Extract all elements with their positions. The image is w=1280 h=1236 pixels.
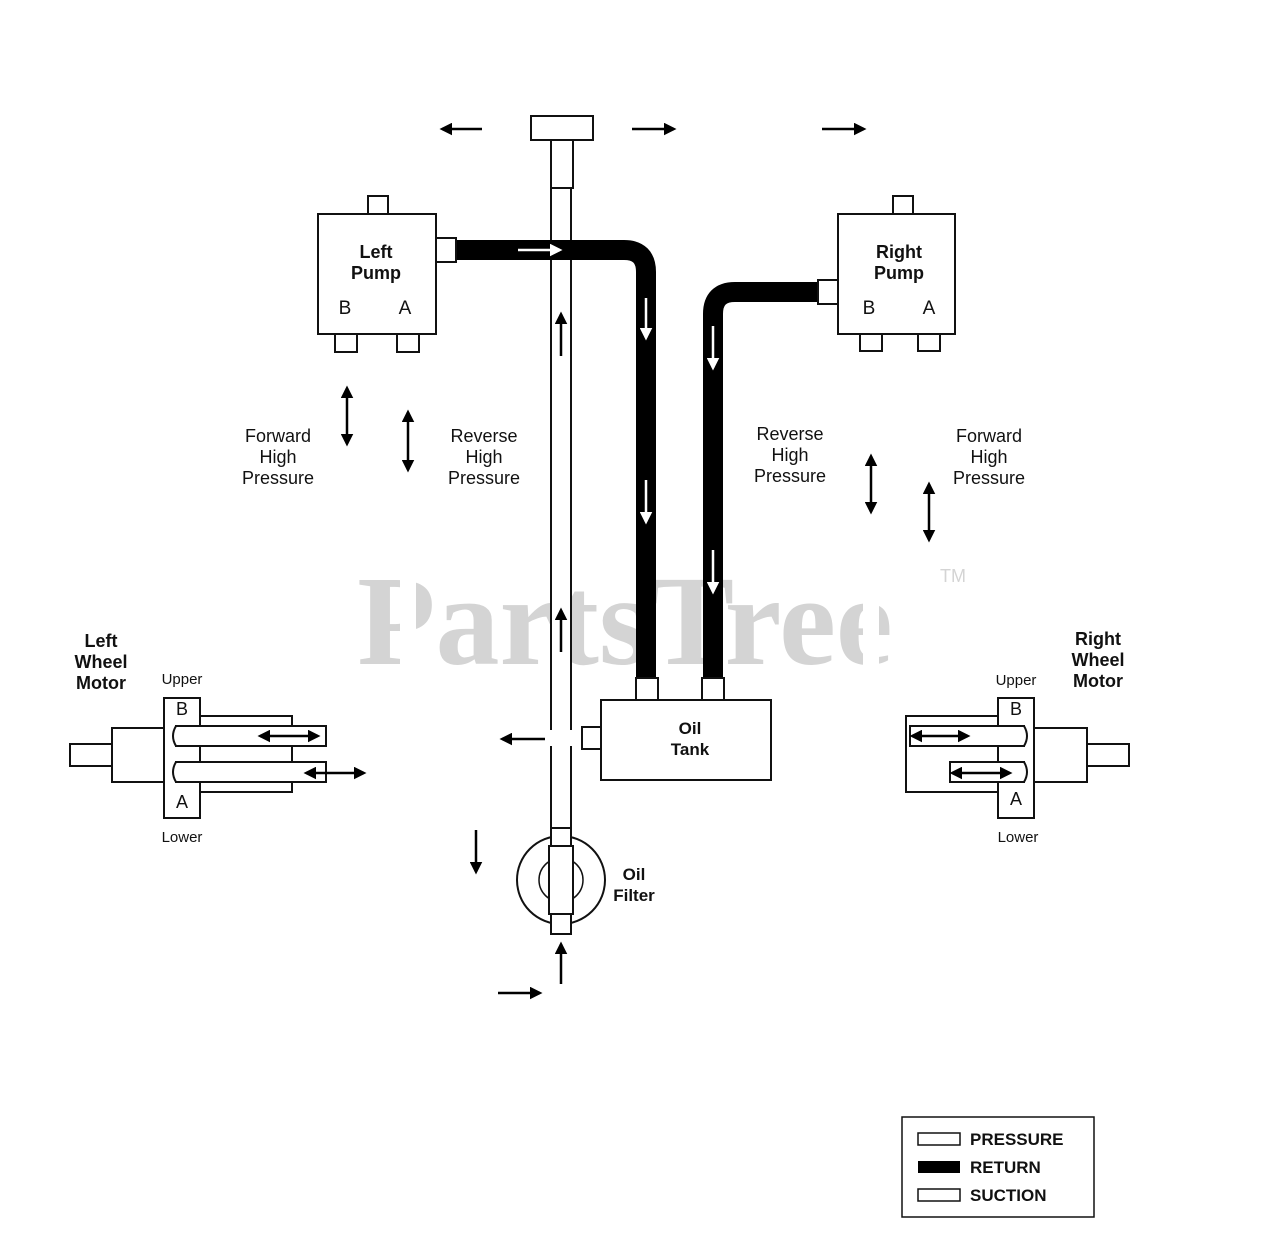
right-pump (837, 213, 956, 335)
left-motor-label-3: Motor (76, 673, 126, 693)
oil-filter-label-2: Filter (613, 886, 655, 905)
oil-tank (581, 699, 772, 781)
left-motor-lower: Lower (162, 829, 203, 846)
legend-swatch-pressure (917, 1132, 961, 1146)
left-motor-port-a: A (176, 792, 188, 812)
left-pump-label-2: Pump (351, 263, 401, 283)
right-forward-label-2: High (970, 447, 1007, 467)
right-forward-label-3: Pressure (953, 468, 1025, 488)
oil-filter-label-1: Oil (623, 865, 646, 884)
flow-arrows (257, 122, 1013, 1000)
left-motor-label-1: Left (85, 631, 118, 651)
right-motor-label-3: Motor (1073, 671, 1123, 691)
left-pump-port-a: A (399, 298, 412, 319)
left-reverse-line (190, 333, 420, 780)
left-reverse-label-1: Reverse (450, 426, 517, 446)
left-wheel-motor (69, 697, 327, 819)
oil-tank-label-2: Tank (671, 740, 710, 759)
left-motor-upper: Upper (162, 671, 203, 688)
right-motor-port-a: A (1010, 789, 1022, 809)
legend-swatch-suction (917, 1188, 961, 1202)
left-motor-label-2: Wheel (74, 652, 127, 672)
right-motor-upper: Upper (996, 672, 1037, 689)
right-motor-label-1: Right (1075, 629, 1121, 649)
watermark: PartsTree (357, 550, 892, 692)
right-reverse-label-3: Pressure (754, 466, 826, 486)
left-forward-label-1: Forward (245, 426, 311, 446)
left-forward-line (190, 333, 358, 744)
left-pump-port-b: B (339, 298, 352, 319)
watermark-tm: TM (940, 566, 966, 586)
right-motor-lower: Lower (998, 829, 1039, 846)
right-reverse-label-2: High (771, 445, 808, 465)
right-motor-port-b: B (1010, 699, 1022, 719)
legend: PRESSURE RETURN SUCTION (901, 1116, 1095, 1218)
right-reverse-label-1: Reverse (756, 424, 823, 444)
filter-loop-line (468, 730, 582, 999)
return-line-right-pump (701, 279, 839, 701)
legend-swatch-return (918, 1161, 960, 1173)
right-pump-label-1: Right (876, 242, 922, 262)
legend-label-pressure: PRESSURE (970, 1130, 1064, 1149)
left-pump (317, 213, 437, 335)
right-pump-label-2: Pump (874, 263, 924, 283)
oil-filter (516, 827, 606, 935)
left-forward-label-3: Pressure (242, 468, 314, 488)
legend-label-return: RETURN (970, 1158, 1041, 1177)
left-reverse-label-2: High (465, 447, 502, 467)
oil-tank-label-1: Oil (679, 719, 702, 738)
left-forward-label-2: High (259, 447, 296, 467)
left-reverse-label-3: Pressure (448, 468, 520, 488)
right-forward-line (859, 332, 1020, 744)
right-motor-label-2: Wheel (1071, 650, 1124, 670)
left-motor-port-b: B (176, 699, 188, 719)
right-pump-port-b: B (863, 298, 876, 319)
top-supply-line (367, 115, 918, 215)
left-pump-label-1: Left (360, 242, 393, 262)
right-pump-port-a: A (923, 298, 936, 319)
right-forward-label-1: Forward (956, 426, 1022, 446)
legend-label-suction: SUCTION (970, 1186, 1047, 1205)
